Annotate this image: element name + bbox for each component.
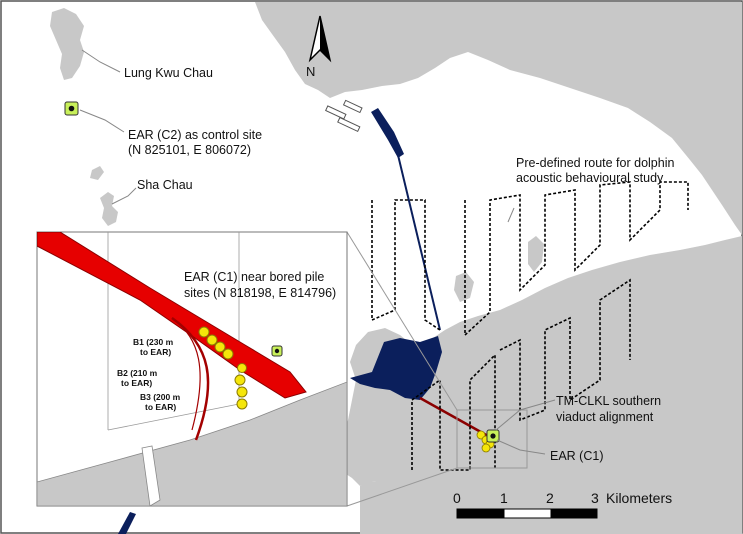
viaduct-alignment-main — [419, 396, 489, 438]
label-ear-c1: EAR (C1) — [550, 449, 604, 463]
label-b2-line2: to EAR) — [121, 378, 153, 388]
land-mainland-south — [336, 236, 742, 534]
label-b2-line1: B2 (210 m — [117, 368, 158, 378]
scale-tick-2: 2 — [546, 490, 554, 506]
label-lung-kwu-chau: Lung Kwu Chau — [124, 66, 213, 80]
label-route-line1: Pre-defined route for dolphin — [516, 156, 675, 170]
inset-alignment-band — [37, 232, 307, 399]
label-ear-c1-inset-line2: sites (N 818198, E 814796) — [184, 286, 337, 300]
north-arrow-icon — [308, 15, 332, 63]
island-lung-kwu-chau — [50, 8, 84, 80]
dolphin-route — [371, 181, 689, 471]
scale-unit: Kilometers — [606, 490, 673, 506]
navy-road-south — [118, 512, 136, 534]
label-ear-c2-line2: (N 825101, E 806072) — [128, 143, 252, 157]
label-sha-chau: Sha Chau — [137, 178, 193, 192]
label-viaduct-line1: TM-CLKL southern — [556, 394, 662, 408]
scale-tick-3: 3 — [591, 490, 599, 506]
scale-bar — [456, 508, 598, 519]
ear-c1-marker-inset — [271, 345, 283, 357]
inset-extent-box — [456, 409, 528, 469]
label-viaduct-line2: viaduct alignment — [556, 410, 654, 424]
ear-c2-marker — [64, 101, 79, 116]
inset-land — [37, 381, 347, 506]
island-east-1 — [528, 236, 544, 272]
piers — [325, 99, 363, 133]
islet — [90, 166, 104, 180]
label-b1-line2: to EAR) — [140, 347, 172, 357]
connector-line — [397, 154, 441, 331]
scale-tick-1: 1 — [500, 490, 508, 506]
label-b1-line1: B1 (230 m — [133, 337, 174, 347]
scale-tick-0: 0 — [453, 490, 461, 506]
island-sha-chau — [100, 192, 118, 226]
label-route-line2: acoustic behavioural study — [516, 171, 664, 185]
label-ear-c1-inset-line1: EAR (C1) near bored pile — [184, 270, 325, 284]
inset-connector-bottom — [346, 467, 458, 507]
island-east-2 — [454, 272, 474, 302]
inset-piles — [198, 326, 248, 410]
land-mainland-north — [255, 2, 742, 235]
navy-link-road — [371, 108, 404, 158]
ear-c1-marker-main — [486, 429, 500, 443]
label-b3-line1: B3 (200 m — [140, 392, 181, 402]
label-ear-c2-line1: EAR (C2) as control site — [128, 128, 263, 142]
inset-curve-inner — [171, 317, 201, 431]
label-b3-line2: to EAR) — [145, 402, 177, 412]
inset-connector-top — [346, 231, 458, 411]
north-arrow-label: N — [306, 64, 316, 79]
reclamation-area — [350, 336, 442, 400]
inset-panel — [36, 231, 348, 507]
